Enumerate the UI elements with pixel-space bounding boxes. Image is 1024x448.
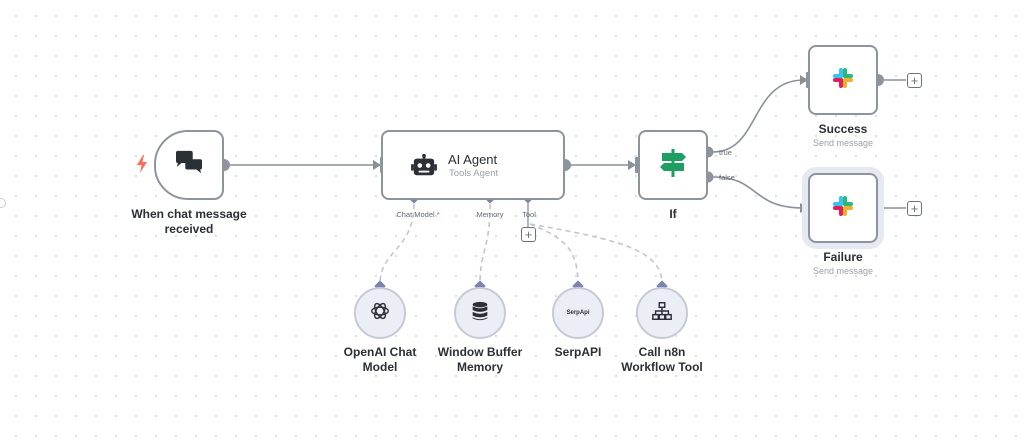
node-label-memory: Window Buffer Memory	[437, 345, 523, 374]
node-label-n8n-tool: Call n8n Workflow Tool	[621, 345, 703, 374]
node-subtitle-ai-agent: Tools Agent	[449, 168, 499, 179]
node-failure[interactable]	[808, 173, 878, 243]
node-subtitle-failure: Send message	[812, 266, 874, 276]
slack-icon	[829, 64, 857, 97]
port-label-tool: Tool	[522, 210, 536, 219]
node-label-openai: OpenAI Chat Model	[343, 345, 417, 374]
node-label-serpapi: SerpAPI	[554, 345, 602, 359]
arrow-success-input	[800, 75, 808, 85]
node-ai-agent[interactable]: AI Agent Tools Agent	[381, 130, 565, 200]
branch-label-false: false	[719, 173, 735, 182]
node-call-n8n-workflow-tool[interactable]	[636, 287, 688, 339]
add-after-success-button[interactable]: +	[907, 73, 922, 88]
lightning-icon	[136, 155, 148, 173]
node-success[interactable]	[808, 45, 878, 115]
database-icon	[469, 300, 491, 327]
edge-if-failure[interactable]	[712, 176, 805, 209]
node-openai-chat-model[interactable]	[354, 287, 406, 339]
required-marker: *	[436, 210, 440, 219]
node-if[interactable]	[638, 130, 708, 200]
serpapi-icon: SerpApi	[566, 310, 590, 316]
slack-icon	[829, 192, 857, 225]
arrow-agent-input	[373, 160, 381, 170]
canvas-edge-handle[interactable]	[0, 198, 6, 208]
port-label-memory: Memory	[476, 210, 504, 219]
robot-icon	[411, 154, 437, 183]
edge-memory-buffer[interactable]	[479, 203, 491, 285]
node-label-failure: Failure	[823, 250, 863, 264]
add-tool-button[interactable]: +	[521, 227, 536, 242]
arrow-if-input	[628, 160, 636, 170]
signpost-icon	[658, 148, 688, 183]
node-label-if: If	[669, 207, 677, 221]
node-chat-trigger[interactable]	[154, 130, 224, 200]
edge-tool-serpapi[interactable]	[529, 223, 579, 285]
arrow-failure-input	[800, 203, 808, 213]
edge-if-success[interactable]	[712, 79, 805, 153]
node-serpapi[interactable]: SerpApi	[552, 287, 604, 339]
openai-icon	[369, 300, 391, 327]
node-window-buffer-memory[interactable]	[454, 287, 506, 339]
edge-chatmodel-openai[interactable]	[379, 203, 415, 285]
node-title-ai-agent: AI Agent	[448, 152, 498, 167]
port-label-chat-model: Chat Model *	[396, 210, 440, 219]
add-after-failure-button[interactable]: +	[907, 201, 922, 216]
node-label-success: Success	[818, 122, 868, 136]
branch-label-true: true	[719, 148, 732, 157]
network-icon	[651, 300, 673, 327]
node-subtitle-success: Send message	[812, 138, 874, 148]
chat-bubbles-icon	[174, 150, 204, 181]
node-label-chat-trigger: When chat message received	[131, 207, 247, 236]
edge-tool-n8n[interactable]	[529, 223, 663, 285]
